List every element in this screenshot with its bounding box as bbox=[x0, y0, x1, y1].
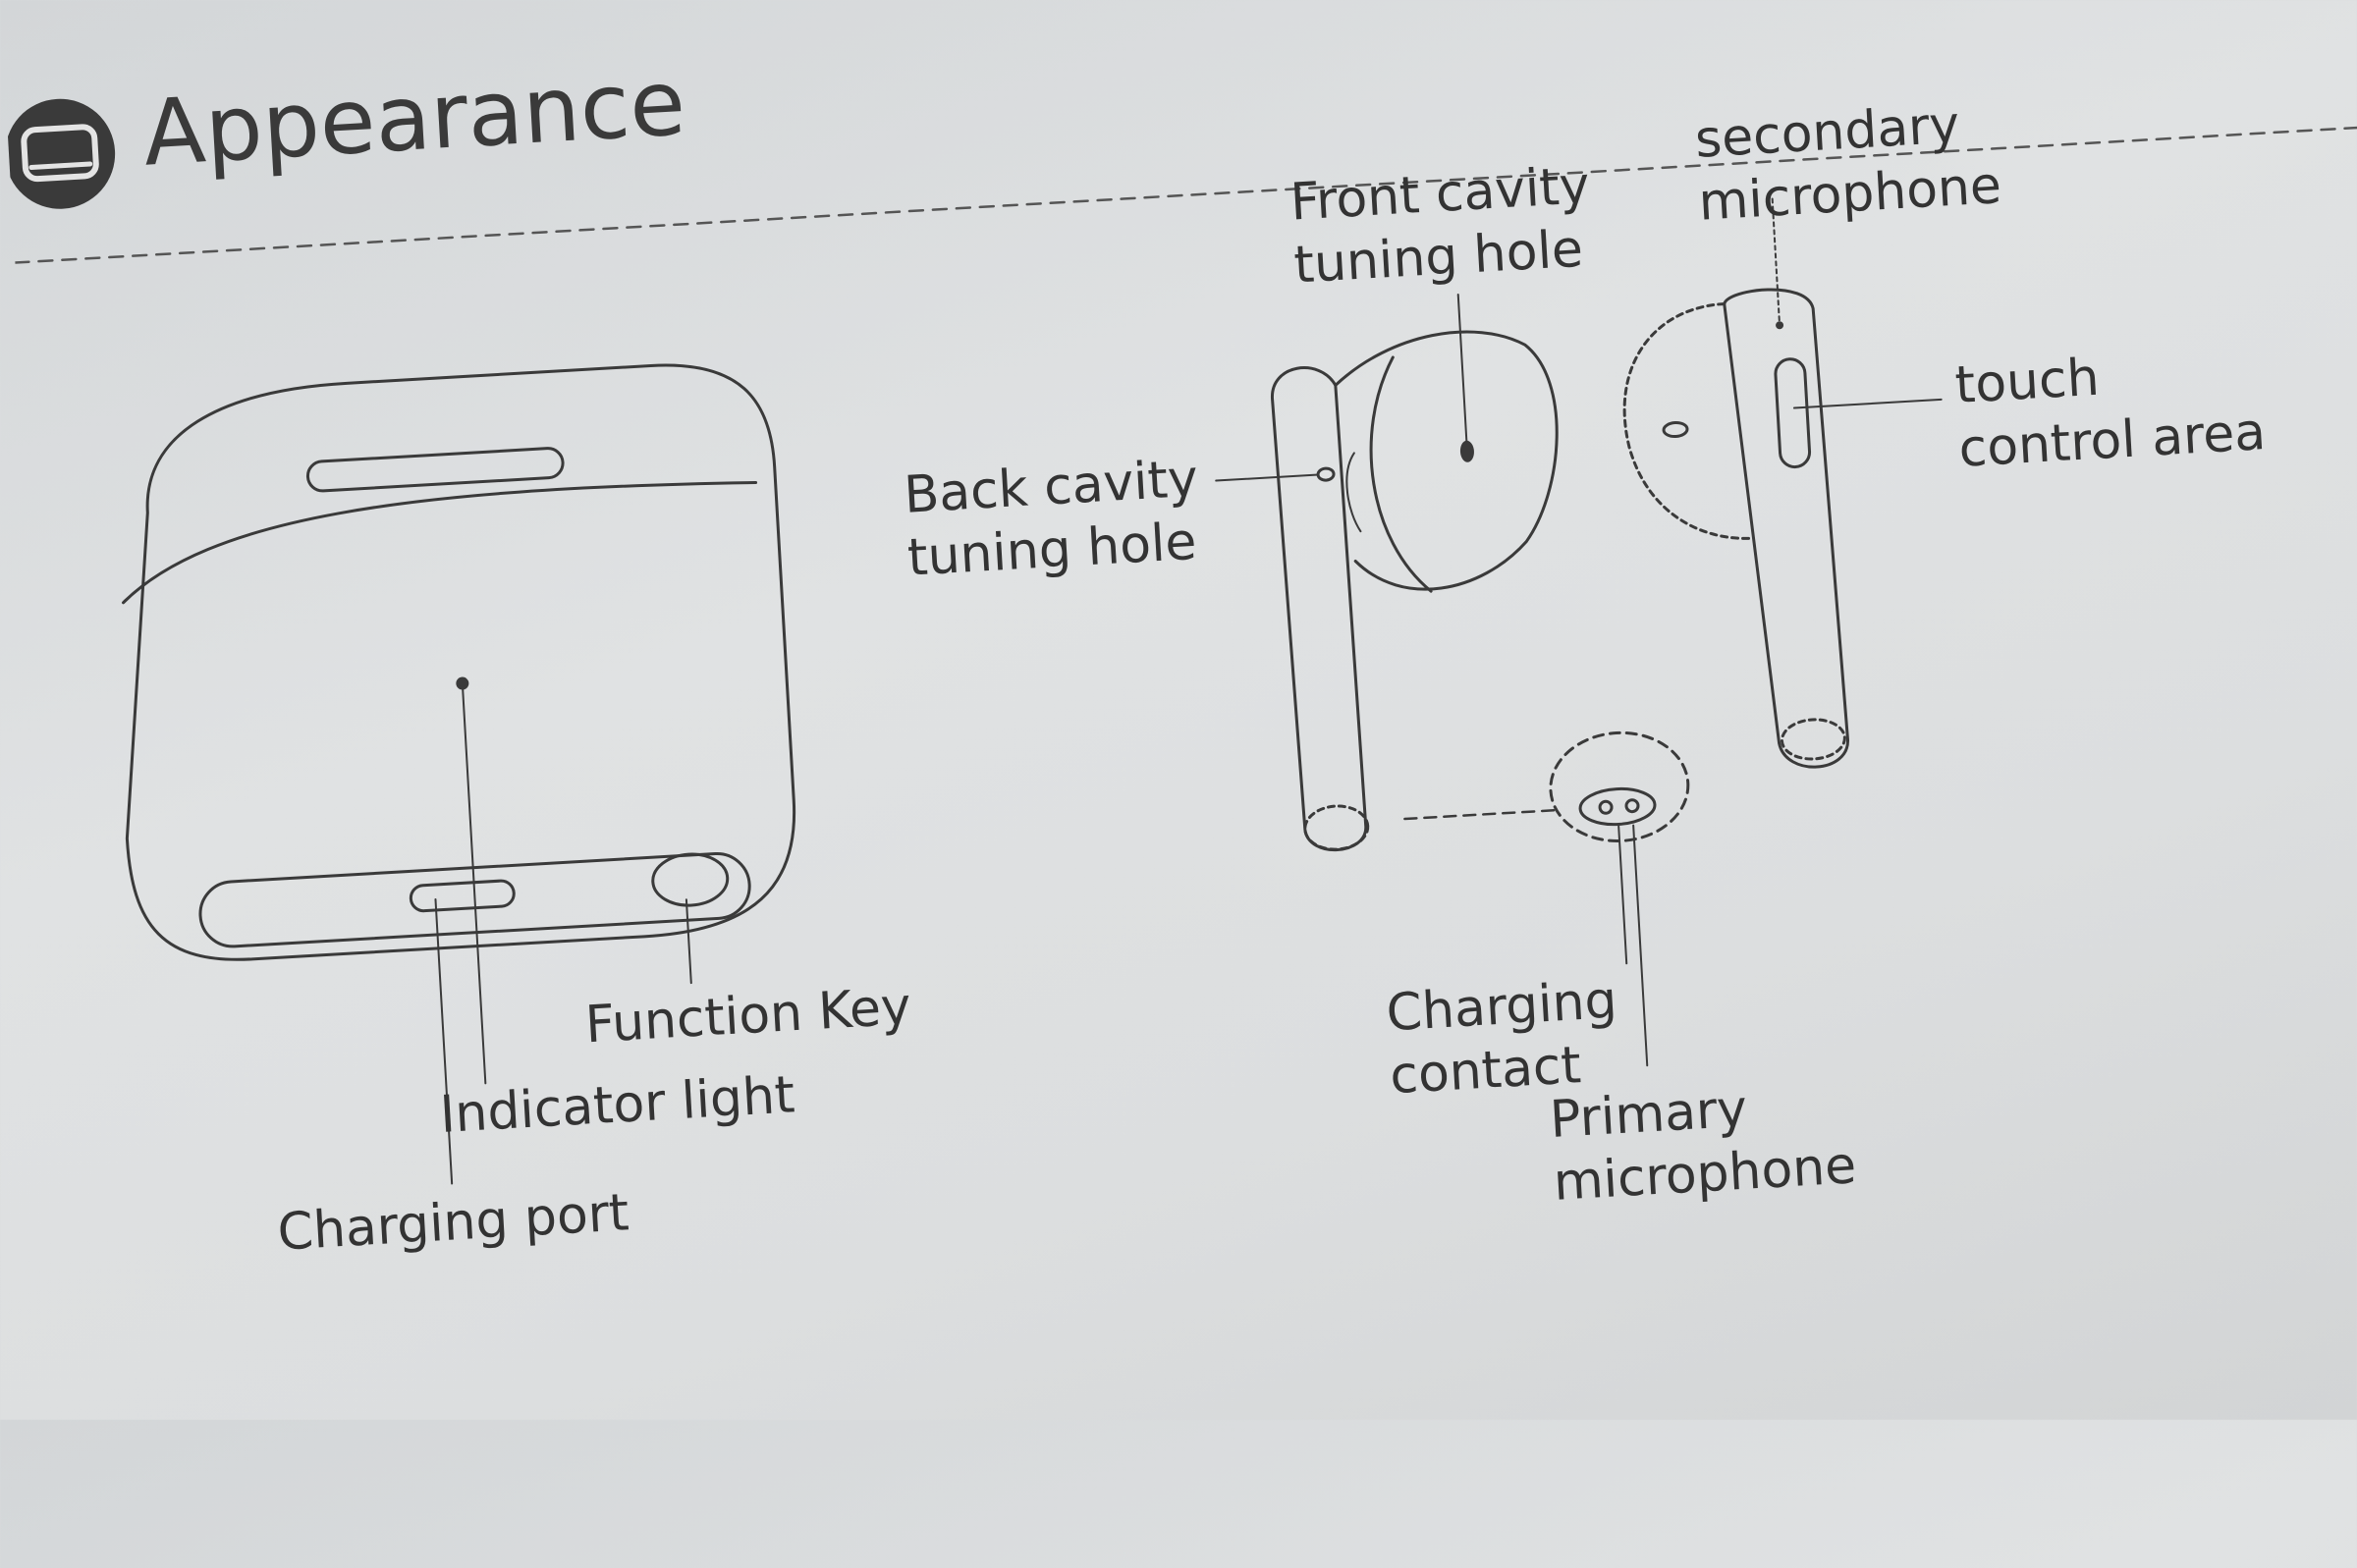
header-divider bbox=[14, 121, 2357, 264]
right-earbud-drawing bbox=[1622, 196, 1943, 769]
label-primary-mic-line1: Primary bbox=[1548, 1079, 1749, 1150]
label-charging-contact-line1: Charging bbox=[1385, 970, 1619, 1044]
manual-page: Appearance Function Key Indicator light … bbox=[5, 50, 2357, 1263]
label-touch-line1: touch bbox=[1953, 348, 2102, 415]
left-earbud-drawing bbox=[1215, 294, 1559, 852]
charging-contact-detail bbox=[1549, 730, 1690, 1067]
charging-case-drawing bbox=[122, 363, 796, 1185]
case-icon bbox=[5, 98, 116, 209]
